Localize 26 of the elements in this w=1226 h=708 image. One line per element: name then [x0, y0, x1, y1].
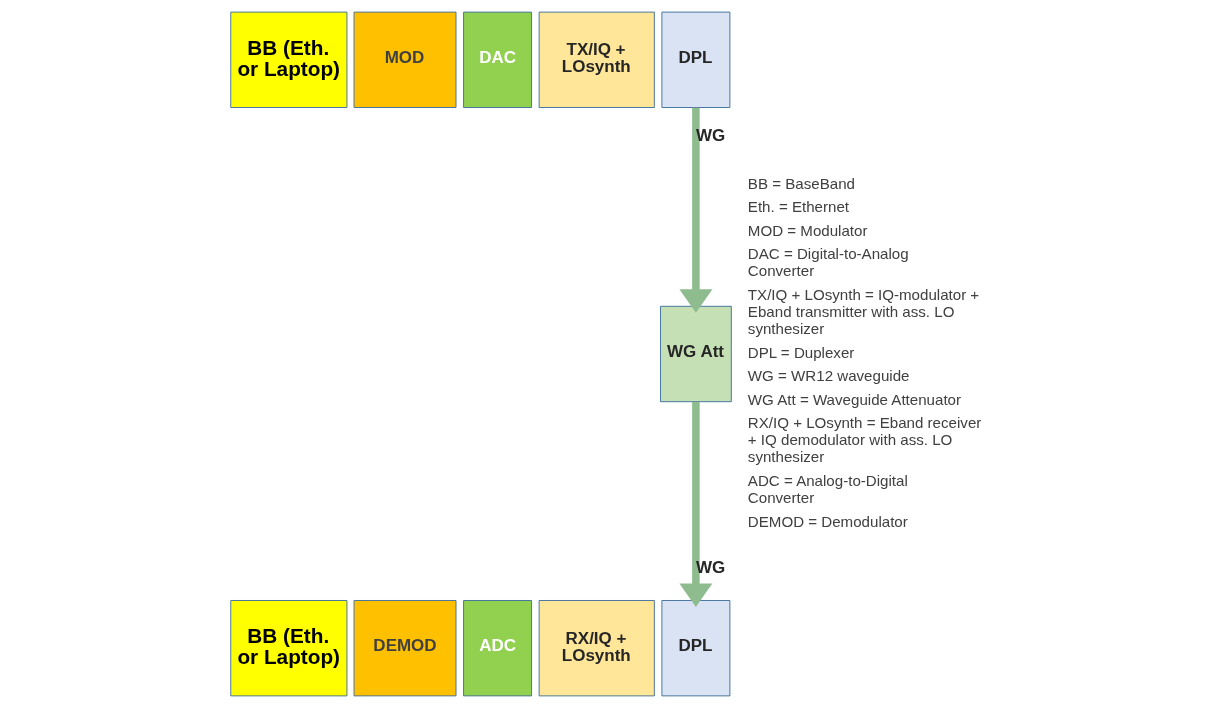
- label: TX/IQ + LOsynth = IQ-modulator + Eband transmitter with ass. LO synthesizer: [747, 285, 979, 337]
- label: MOD = Modulator: [747, 221, 868, 239]
- node-box: DEMOD: [353, 600, 456, 697]
- label: WG Att = Waveguide Attenuator: [747, 390, 961, 408]
- node-box: BB (Eth. or Laptop): [229, 600, 347, 697]
- label: DEMOD = Demodulator: [747, 512, 908, 530]
- label: WG = WR12 waveguide: [747, 367, 909, 385]
- node-box: RX/IQ + LOsynth: [538, 600, 655, 697]
- label: Eth. = Ethernet: [747, 198, 849, 216]
- label: RX/IQ + LOsynth = Eband receiver + IQ demodulator with ass. LO synthesizer: [747, 414, 981, 466]
- node-box: WG Att: [659, 305, 732, 403]
- label: DPL = Duplexer: [747, 343, 854, 361]
- node-box: DPL: [660, 11, 730, 108]
- edge-label: WG: [695, 558, 725, 578]
- node-box: ADC: [462, 600, 532, 697]
- label: ADC = Analog-to-Digital Converter: [747, 472, 908, 507]
- arrow: [678, 401, 712, 607]
- node-box: DAC: [462, 11, 532, 108]
- node-box: BB (Eth. or Laptop): [229, 11, 347, 108]
- label: BB = BaseBand: [747, 174, 855, 192]
- node-box: MOD: [353, 11, 456, 108]
- arrow: [678, 107, 712, 313]
- label: DAC = Digital-to-Analog Converter: [747, 245, 909, 280]
- node-box: DPL: [660, 600, 730, 697]
- node-box: TX/IQ + LOsynth: [538, 11, 655, 108]
- edge-label: WG: [695, 125, 725, 145]
